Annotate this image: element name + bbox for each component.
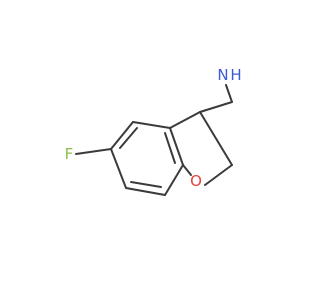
- molecule-structure-diagram: F O N H: [65, 66, 242, 196]
- bond-c3-ch2: [199, 101, 233, 113]
- hydrogen-atom-label: H: [230, 66, 241, 84]
- oxygen-atom-label: O: [190, 172, 202, 190]
- nitrogen-atom-label: N: [217, 66, 228, 84]
- double-bond-c5-c4: [119, 127, 138, 149]
- bond-c5-f: [75, 148, 112, 155]
- bond-o-c7a: [182, 164, 192, 176]
- bond-c2-o: [204, 164, 233, 186]
- double-bond-c7-c6: [130, 181, 162, 188]
- bond-c5-c4: [110, 121, 134, 150]
- double-bond-c3a-c7a: [164, 132, 176, 164]
- bond-c3a-c7a: [169, 127, 184, 166]
- benzene-ring: [110, 121, 184, 196]
- fluorine-atom-label: F: [65, 145, 74, 163]
- furan-ring: [169, 111, 233, 186]
- bond-c7a-c7: [164, 164, 184, 196]
- bond-c4-c3a: [132, 121, 171, 129]
- bond-c6-c5: [110, 148, 127, 189]
- bond-c3-c2: [199, 111, 233, 166]
- bond-c7-c6: [125, 187, 166, 196]
- bond-c3a-c3: [169, 111, 201, 129]
- bond-ch2-n: [225, 84, 233, 103]
